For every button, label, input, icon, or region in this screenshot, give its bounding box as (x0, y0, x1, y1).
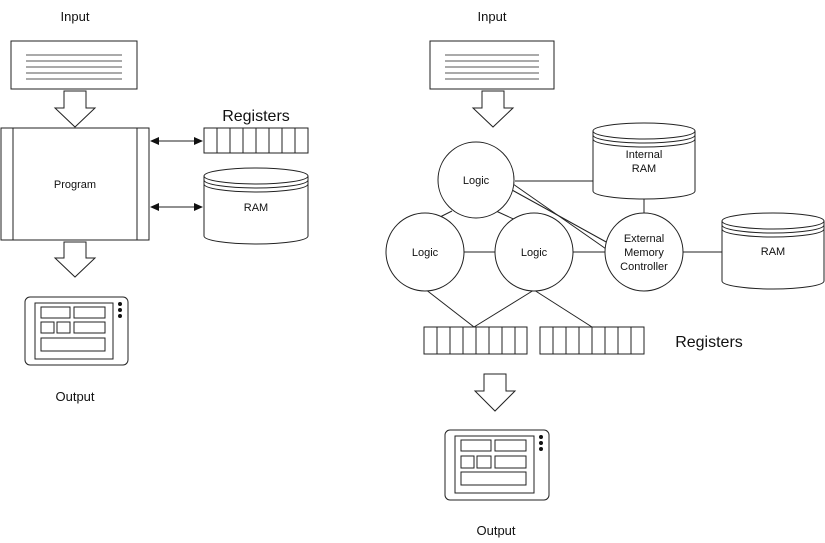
right-emc-line1: External (624, 233, 664, 245)
right-logic-right-circle (494, 212, 574, 292)
right-logic-top-circle (437, 141, 515, 219)
right-emc-line2: Memory (624, 247, 664, 259)
left-program-label: Program (54, 179, 96, 191)
right-logic-right-label: Logic (521, 247, 548, 259)
right-logic-top-label: Logic (463, 175, 490, 187)
right-output-arrow (473, 373, 517, 412)
right-output-label: Output (476, 523, 515, 538)
right-emc-line3: Controller (620, 261, 668, 273)
right-connections (424, 180, 722, 328)
right-emc-circle (604, 212, 684, 292)
right-diagram: Input Logic (385, 9, 825, 538)
left-input-document (10, 40, 138, 90)
right-internal-ram-line2: RAM (632, 163, 656, 175)
right-registers-array-right (539, 326, 645, 355)
left-program-box (0, 127, 150, 241)
right-ram-cylinder (721, 212, 825, 290)
left-ram-label: RAM (244, 202, 268, 214)
right-input-arrow (471, 90, 515, 128)
right-output-tablet (444, 429, 550, 501)
right-input-label: Input (478, 9, 507, 24)
right-input-document (429, 40, 555, 90)
left-registers-array (203, 127, 309, 154)
right-logic-left-label: Logic (412, 247, 439, 259)
left-input-label: Input (61, 9, 90, 24)
left-registers-label: Registers (222, 108, 290, 125)
right-internal-ram-line1: Internal (626, 149, 663, 161)
left-output-tablet (24, 296, 129, 366)
left-output-arrow (53, 241, 97, 278)
right-logic-left-circle (385, 212, 465, 292)
right-ram-label: RAM (761, 246, 785, 258)
left-input-arrow (53, 90, 97, 128)
left-ram-cylinder (203, 167, 309, 245)
right-registers-label: Registers (675, 334, 743, 351)
left-output-label: Output (55, 389, 94, 404)
left-diagram: Input Program Registers (0, 9, 309, 404)
right-registers-array-left (423, 326, 528, 355)
right-internal-ram-cylinder (592, 122, 696, 200)
